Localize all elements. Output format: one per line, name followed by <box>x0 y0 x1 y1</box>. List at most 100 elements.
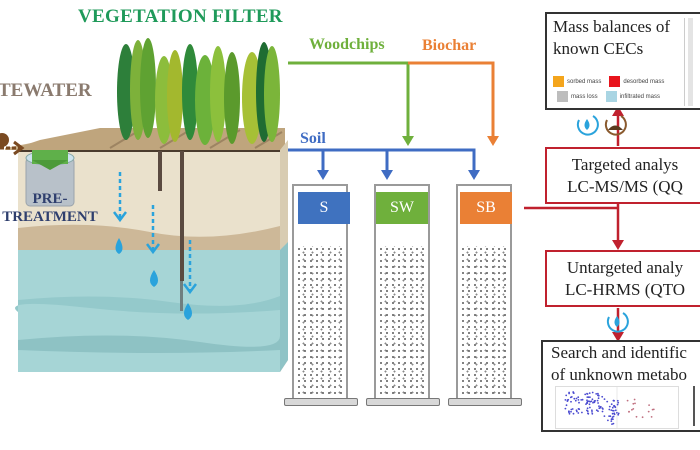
scatter-point <box>577 408 580 410</box>
soil-label: Soil <box>300 130 326 147</box>
scatter-point <box>577 399 580 401</box>
column-base <box>366 398 440 406</box>
scatter-point <box>612 409 615 412</box>
scatter-point <box>597 402 599 404</box>
scatter-point <box>617 401 620 404</box>
biochar-label: Biochar <box>422 37 477 54</box>
scatter-point <box>601 407 604 410</box>
scatter-point <box>568 410 570 413</box>
legend-swatch <box>605 91 617 102</box>
trees <box>117 38 280 145</box>
search-title-line1: Search and identific <box>551 343 687 362</box>
scatter-point <box>648 404 650 406</box>
scatter-point <box>564 407 567 410</box>
well-long-submerged <box>180 281 183 311</box>
untargeted-analysis-box: Untargeted analy LC-HRMS (QTO <box>545 250 700 307</box>
scatter-point <box>614 409 617 412</box>
soil-band <box>18 224 280 250</box>
scatter-point <box>612 405 615 407</box>
scatter-point <box>592 401 594 404</box>
biochar-arrowhead <box>487 136 499 146</box>
scatter-point <box>647 410 650 413</box>
second-plot-axis <box>693 386 695 426</box>
water-drop-icons <box>115 238 192 320</box>
scatter-point <box>587 412 590 415</box>
arrowhead-down <box>612 332 624 342</box>
mini-chart-bar <box>688 18 693 106</box>
vegetation-filter-block <box>0 38 288 372</box>
scatter-point <box>611 412 614 415</box>
scatter-point <box>610 403 613 406</box>
scatter-point <box>577 412 580 414</box>
column-sb: SB <box>448 184 522 406</box>
scatter-point <box>652 408 655 411</box>
scatter-point <box>616 399 619 402</box>
scatter-point <box>591 398 594 401</box>
scatter-point <box>591 411 593 413</box>
scatter-point <box>597 397 600 400</box>
scatter-point <box>586 407 589 410</box>
scatter-point <box>628 410 630 413</box>
scatter-point <box>597 394 600 397</box>
scatter-point <box>606 400 609 403</box>
scatter-point <box>611 423 613 425</box>
scatter-point <box>617 413 620 416</box>
scatter-point <box>632 408 635 410</box>
scatter-point <box>573 397 576 400</box>
soil-arrowhead-sw <box>381 170 393 180</box>
mini-chart-axis <box>684 18 685 106</box>
mass-balances-box: Mass balances of known CECs sorbed mass … <box>545 12 700 110</box>
scatter-point <box>616 411 618 414</box>
scatter-point <box>572 412 575 415</box>
well-long <box>180 151 184 281</box>
scatter-point <box>591 391 594 394</box>
scatter-point <box>574 399 577 402</box>
scatter-point <box>586 392 588 395</box>
arrowhead-up <box>612 106 624 116</box>
scatter-point <box>586 400 589 403</box>
scatter-point <box>641 416 644 419</box>
well-short <box>158 151 162 191</box>
block-side-water <box>280 242 288 372</box>
scatter-point <box>634 402 636 405</box>
column-base <box>284 398 358 406</box>
scatter-point <box>570 400 572 403</box>
soil-arrowhead-s <box>317 170 329 180</box>
scatter-point <box>598 405 600 408</box>
scatter-point <box>591 409 593 412</box>
untargeted-analysis-line1: Untargeted analy <box>566 258 684 277</box>
mass-balance-legend: sorbed mass desorbed mass mass loss infi… <box>553 76 673 102</box>
pretreatment-label-line2: TREATMENT <box>2 209 98 225</box>
scatter-point <box>570 396 573 398</box>
water-band <box>15 296 280 314</box>
scatter-point <box>572 391 575 393</box>
inflow-arrow-icon <box>0 133 25 156</box>
scatter-point <box>635 415 638 418</box>
scatter-point <box>611 418 613 420</box>
scatter-point <box>601 395 604 398</box>
scatter-point <box>631 408 633 411</box>
scatter-point <box>613 399 615 402</box>
amendment-flow-lines <box>288 61 499 180</box>
scatter-point <box>601 410 604 413</box>
scatter-points <box>564 391 655 425</box>
scatter-point <box>589 396 591 399</box>
search-title-line2: of unknown metabo <box>551 365 687 384</box>
scatter-point <box>614 406 617 409</box>
scatter-point <box>597 392 599 395</box>
column-tag-s: S <box>298 192 350 224</box>
wastewater-title: TEWATER <box>0 80 92 101</box>
targeted-analysis-line1: Targeted analys <box>571 155 679 174</box>
scatter-point <box>577 396 580 399</box>
scatter-point <box>568 392 570 395</box>
scatter-point <box>570 410 572 413</box>
woodchips-label: Woodchips <box>309 36 385 53</box>
targeted-analysis-box: Targeted analys LC-MS/MS (QQ <box>545 147 700 204</box>
scatter-point <box>610 420 613 422</box>
scatter-point <box>608 408 611 411</box>
soil-cycle-icon <box>604 115 627 136</box>
legend-item: mass loss <box>557 91 598 102</box>
scatter-point <box>587 396 590 399</box>
arrowhead-down <box>612 240 624 250</box>
scatter-point <box>608 405 611 408</box>
